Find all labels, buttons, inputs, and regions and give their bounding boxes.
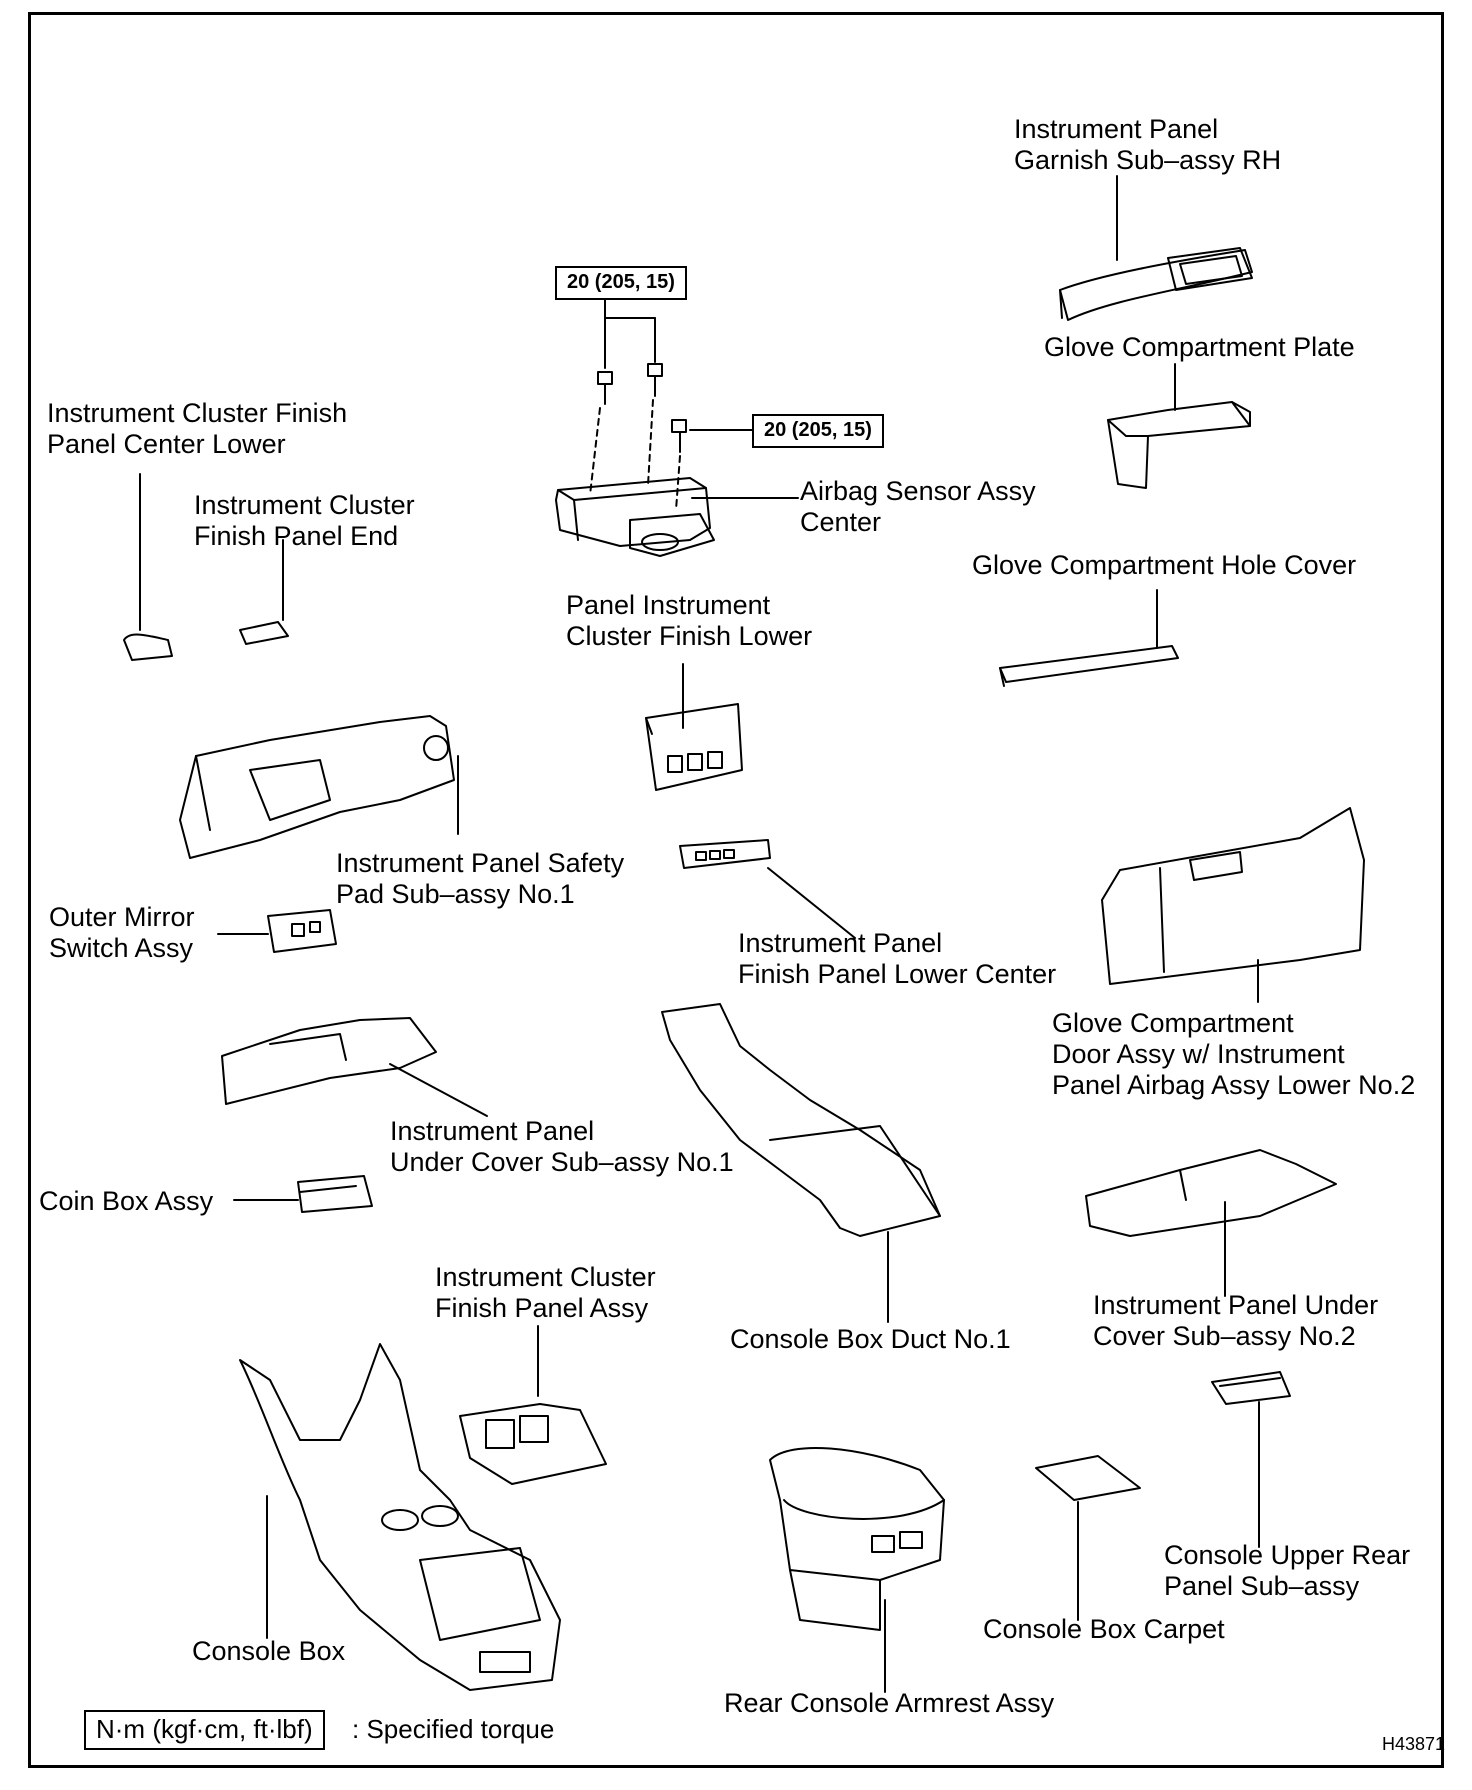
garnish-rh-drawing [1059,247,1253,321]
label-cluster-finish-center-lower: Instrument Cluster Finish Panel Center L… [47,398,347,460]
coin-box-drawing [297,1175,373,1213]
label-line: Panel Instrument [566,590,771,620]
console-box-drawing [239,1343,561,1691]
glove-plate-drawing [1107,401,1251,489]
hole-cover-drawing [999,645,1179,687]
label-line: Instrument Cluster [194,490,415,520]
cluster-finish-lower-drawing [645,703,743,791]
label-line: Rear Console Armrest Assy [724,1688,1055,1718]
label-safety-pad: Instrument Panel Safety Pad Sub–assy No.… [336,848,624,910]
label-rear-armrest: Rear Console Armrest Assy [724,1688,1054,1719]
label-line: Finish Panel End [194,521,399,551]
label-glove-plate: Glove Compartment Plate [1044,332,1355,363]
label-glove-door: Glove Compartment Door Assy w/ Instrumen… [1052,1008,1415,1101]
label-console-carpet: Console Box Carpet [983,1614,1225,1645]
label-line: Console Box Carpet [983,1614,1225,1644]
console-upper-rear-drawing [1211,1371,1291,1405]
label-line: Panel Airbag Assy Lower No.2 [1052,1070,1416,1100]
label-airbag-sensor: Airbag Sensor Assy Center [800,476,1036,538]
label-line: Garnish Sub–assy RH [1014,145,1282,175]
label-line: Finish Panel Lower Center [738,959,1057,989]
label-cluster-finish-end: Instrument Cluster Finish Panel End [194,490,415,552]
label-line: Coin Box Assy [39,1186,214,1216]
label-line: Console Upper Rear [1164,1540,1411,1570]
label-line: Cover Sub–assy No.2 [1093,1321,1356,1351]
cluster-finish-panel-assy-drawing [459,1403,607,1485]
label-finish-panel-lower-center: Instrument Panel Finish Panel Lower Cent… [738,928,1056,990]
label-line: Instrument Cluster Finish [47,398,348,428]
label-panel-cluster-finish-lower: Panel Instrument Cluster Finish Lower [566,590,812,652]
label-line: Pad Sub–assy No.1 [336,879,575,909]
safety-pad-drawing [179,715,455,859]
figure-code: H43871 [1382,1734,1446,1754]
label-line: Door Assy w/ Instrument [1052,1039,1345,1069]
finish-lower-center-drawing [679,839,771,869]
torque-box-top: 20 (205, 15) [555,266,687,300]
console-duct-drawing [661,1003,941,1237]
glove-door-drawing [1101,807,1365,985]
label-line: Airbag Sensor Assy [800,476,1036,506]
finish-panel-pieces-drawing [123,621,289,661]
mirror-switch-drawing [267,909,337,953]
torque-box-right: 20 (205, 15) [752,414,884,448]
under-cover-no1-drawing [221,1017,437,1105]
label-line: Glove Compartment Hole Cover [972,550,1357,580]
label-cluster-finish-panel-assy: Instrument Cluster Finish Panel Assy [435,1262,656,1324]
label-line: Console Box Duct No.1 [730,1324,1011,1354]
label-line: Instrument Cluster [435,1262,656,1292]
under-cover-no2-drawing [1085,1149,1337,1237]
label-line: Switch Assy [49,933,194,963]
legend-text: : Specified torque [352,1714,555,1744]
label-line: Cluster Finish Lower [566,621,813,651]
label-line: Instrument Panel Safety [336,848,625,878]
label-line: Under Cover Sub–assy No.1 [390,1147,734,1177]
label-line: Instrument Panel [1014,114,1219,144]
label-line: Instrument Panel [390,1116,595,1146]
label-coin-box: Coin Box Assy [39,1186,213,1217]
label-line: Console Box [192,1636,346,1666]
diagram-frame [28,12,1444,1768]
label-line: Instrument Panel [738,928,943,958]
label-line: Glove Compartment Plate [1044,332,1355,362]
legend-torque-unit: N·m (kgf·cm, ft·lbf) [84,1710,325,1750]
leader-lines [139,175,1260,1693]
label-line: Finish Panel Assy [435,1293,649,1323]
label-console-box: Console Box [192,1636,345,1667]
label-console-upper-rear: Console Upper Rear Panel Sub–assy [1164,1540,1410,1602]
label-garnish-rh: Instrument Panel Garnish Sub–assy RH [1014,114,1281,176]
airbag-sensor-drawing [555,363,715,557]
label-line: Glove Compartment [1052,1008,1294,1038]
carpet-drawing [1035,1455,1141,1501]
label-line: Panel Sub–assy [1164,1571,1360,1601]
label-under-cover-no1: Instrument Panel Under Cover Sub–assy No… [390,1116,734,1178]
label-line: Panel Center Lower [47,429,286,459]
label-outer-mirror-switch: Outer Mirror Switch Assy [49,902,195,964]
label-line: Outer Mirror [49,902,195,932]
label-under-cover-no2: Instrument Panel Under Cover Sub–assy No… [1093,1290,1378,1352]
label-line: Center [800,507,882,537]
label-glove-hole-cover: Glove Compartment Hole Cover [972,550,1356,581]
label-console-duct: Console Box Duct No.1 [730,1324,1011,1355]
rear-armrest-drawing [769,1447,945,1631]
label-line: Instrument Panel Under [1093,1290,1379,1320]
